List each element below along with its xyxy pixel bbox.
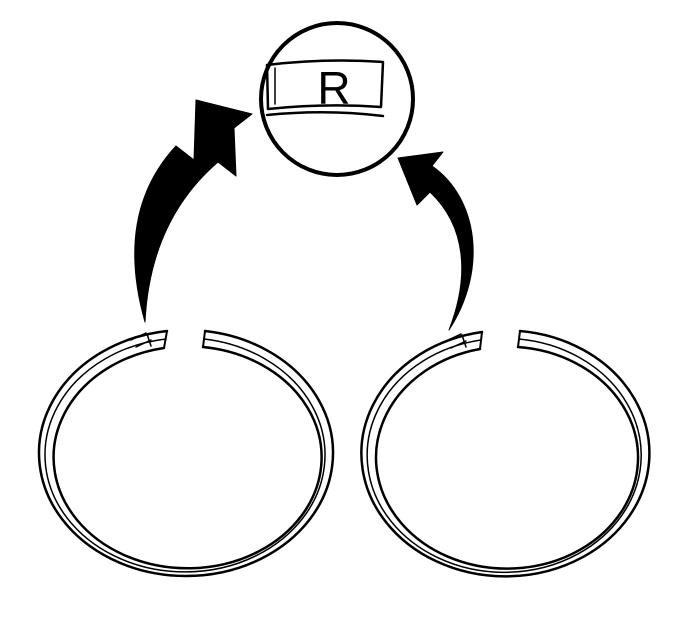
- right-ring-marking: [445, 333, 467, 349]
- left-ring-marking: [130, 332, 152, 348]
- magnified-detail: R: [259, 21, 415, 177]
- left-piston-ring-icon: [37, 329, 335, 578]
- ring-segment-face: [265, 59, 385, 111]
- left-ring-gap-end-right: [202, 330, 206, 348]
- ring-segment-lower-edge: [265, 110, 385, 118]
- right-ring-outer-edge: [360, 329, 651, 578]
- left-curved-arrow-icon: [134, 99, 253, 323]
- left-ring-outer-edge: [37, 329, 335, 578]
- right-ring-face-line: [366, 338, 642, 574]
- left-ring-face-line: [44, 338, 326, 573]
- right-curved-arrow-icon: [397, 151, 474, 331]
- right-ring-gap-end-right: [517, 330, 521, 348]
- left-ring-gap-end-left: [163, 330, 168, 349]
- ring-marking-label: R: [317, 62, 350, 114]
- right-ring-gap-end-left: [479, 331, 483, 350]
- left-ring-inner-edge: [52, 345, 323, 570]
- right-piston-ring-icon: [360, 329, 651, 578]
- right-ring-inner-edge: [374, 345, 640, 570]
- detail-circle: [259, 21, 415, 177]
